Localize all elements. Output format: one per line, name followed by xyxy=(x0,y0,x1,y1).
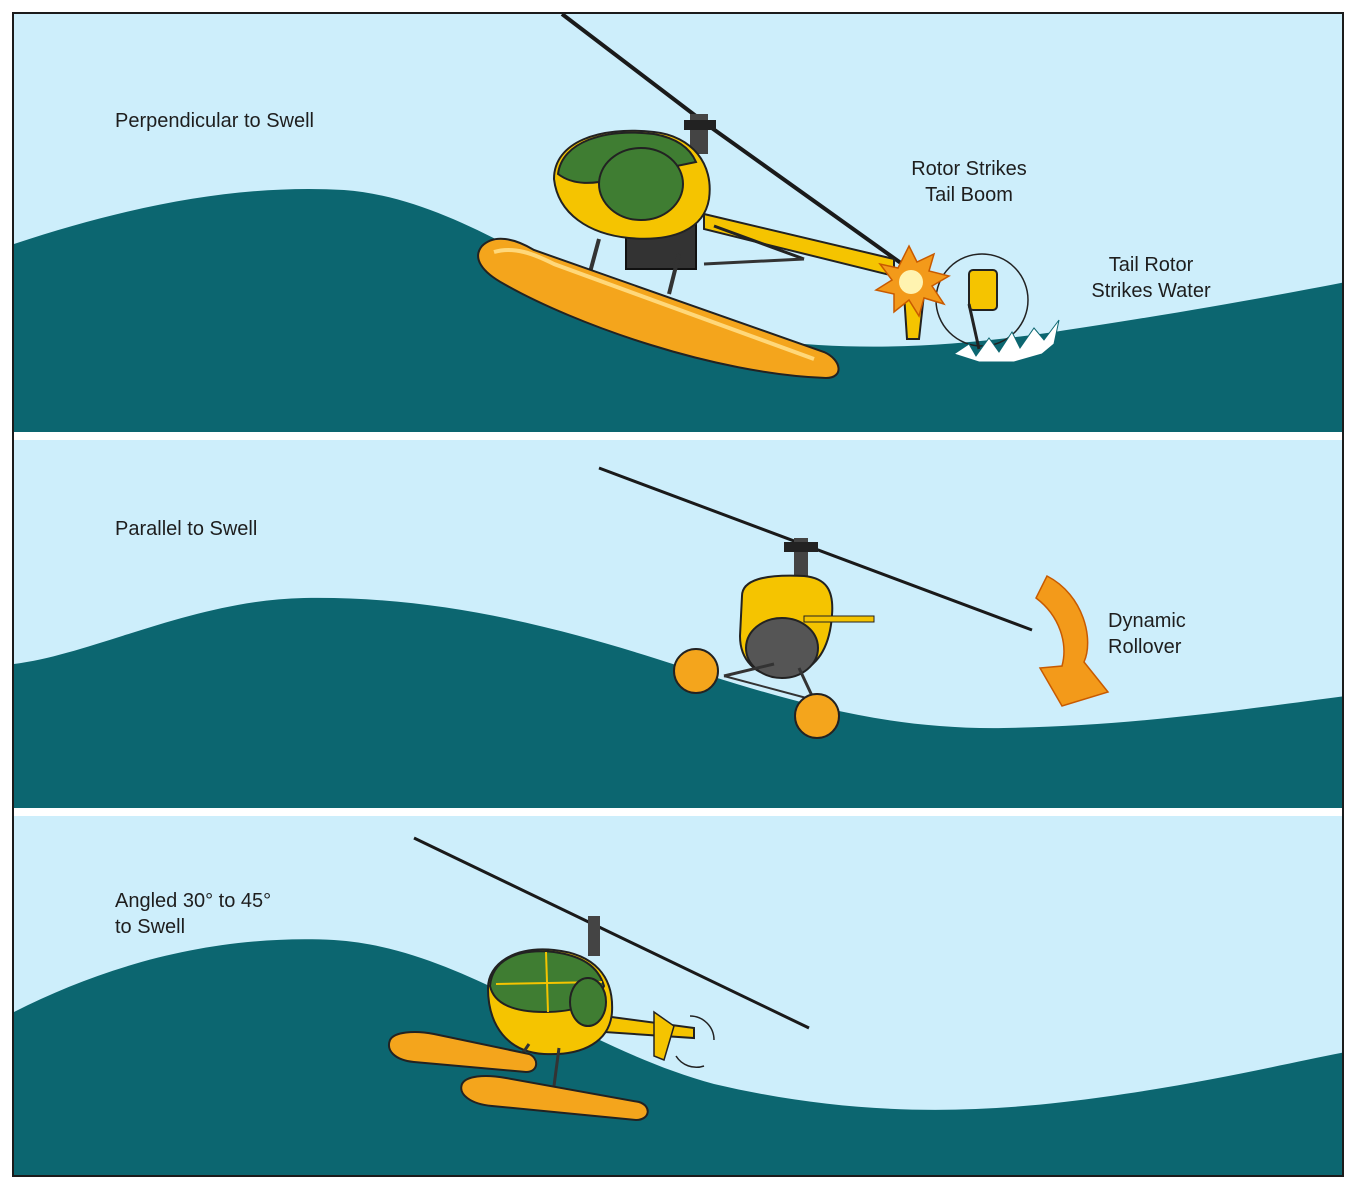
panel-title: Perpendicular to Swell xyxy=(115,110,314,132)
swell-wave xyxy=(14,597,1342,808)
panel-title: Angled 30° to 45° to Swell xyxy=(115,890,272,938)
swell-wave xyxy=(14,939,1342,1175)
swell-wave xyxy=(14,188,1342,432)
callout-rotor-strikes-tail-boom: Rotor Strikes Tail Boom xyxy=(911,158,1027,206)
panel-perpendicular-scene xyxy=(14,14,1342,432)
water-splash-icon xyxy=(952,319,1060,363)
panel-perpendicular: Perpendicular to Swell Rotor Strikes Tai… xyxy=(14,14,1342,432)
rollover-arrow-icon xyxy=(1035,574,1110,707)
impact-burst-icon xyxy=(874,244,951,318)
panel-title: Parallel to Swell xyxy=(115,518,258,540)
callout-tail-rotor-strikes-water: Tail Rotor Strikes Water xyxy=(1091,254,1211,302)
panel-divider xyxy=(14,432,1342,440)
figure-frame: Perpendicular to Swell Rotor Strikes Tai… xyxy=(12,12,1344,1177)
helicopter-angled-icon xyxy=(388,836,810,1122)
panel-parallel: Parallel to Swell Dynamic Rollover xyxy=(14,440,1342,808)
panel-divider xyxy=(14,808,1342,816)
panel-parallel-scene xyxy=(14,440,1342,808)
helicopter-parallel-icon xyxy=(598,466,1033,739)
panel-angled-scene xyxy=(14,816,1342,1175)
panel-angled: Angled 30° to 45° to Swell xyxy=(14,816,1342,1175)
callout-dynamic-rollover: Dynamic Rollover xyxy=(1108,610,1186,658)
helicopter-perpendicular-icon xyxy=(477,14,1029,380)
